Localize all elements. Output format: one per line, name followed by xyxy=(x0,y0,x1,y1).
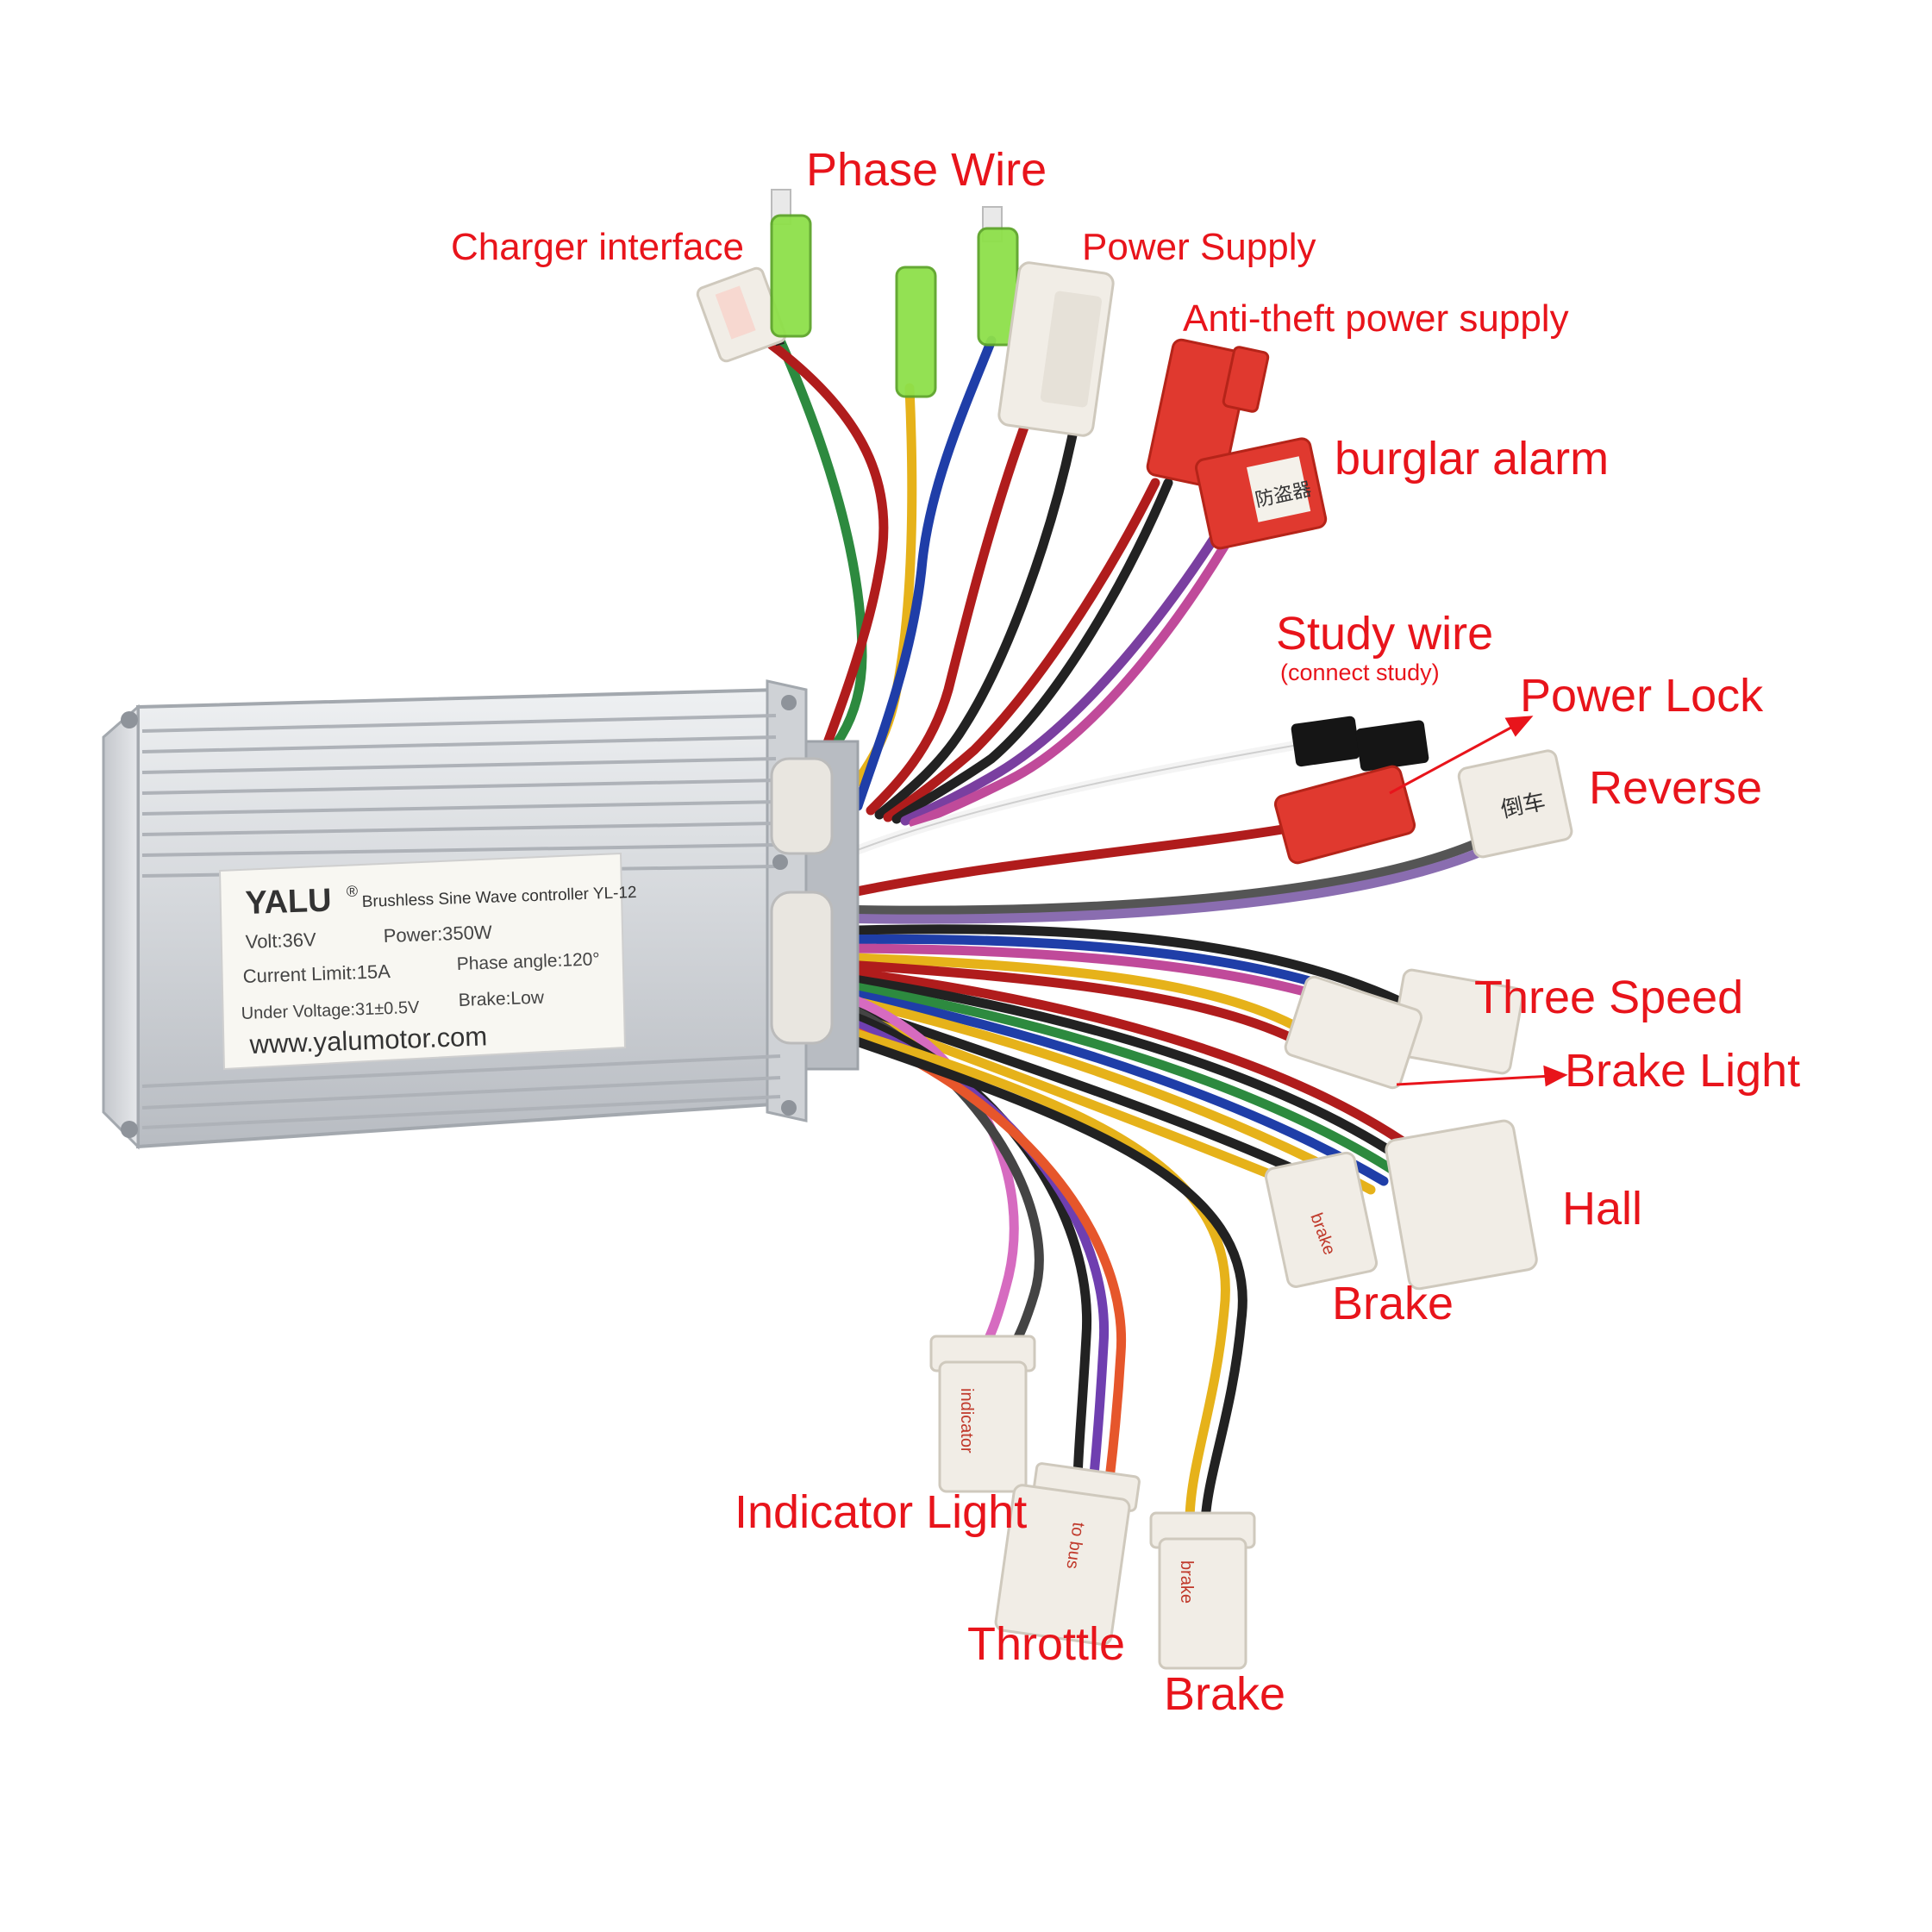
hall-connector xyxy=(1385,1119,1538,1291)
label-anti-theft-power-supply: Anti-theft power supply xyxy=(1183,297,1569,340)
brand-yalu: YALU xyxy=(245,883,332,922)
indicator-tag-text: indicator xyxy=(957,1388,976,1454)
registered-mark: ® xyxy=(346,883,358,900)
power-supply-connector xyxy=(997,261,1115,437)
label-power-lock: Power Lock xyxy=(1520,670,1764,722)
label-throttle: Throttle xyxy=(967,1618,1126,1670)
label-hall: Hall xyxy=(1562,1183,1643,1235)
brake-bottom-tag-text: brake xyxy=(1177,1560,1196,1604)
label-study-wire: Study wire xyxy=(1276,608,1494,660)
label-phase-wire: Phase Wire xyxy=(806,144,1047,196)
brake-bottom-connector: brake xyxy=(1149,1511,1256,1670)
bottom-wire-bundle xyxy=(822,741,1492,1529)
indicator-light-connector: indicator xyxy=(929,1335,1036,1493)
label-indicator-light: Indicator Light xyxy=(735,1486,1028,1538)
spec-power: Power:350W xyxy=(383,922,492,947)
burglar-alarm-connector: 防盗器 xyxy=(1195,437,1328,550)
spec-volt: Volt:36V xyxy=(245,928,316,953)
brake-light-connector xyxy=(1284,975,1422,1090)
label-brake-light: Brake Light xyxy=(1565,1045,1801,1097)
label-burglar-alarm: burglar alarm xyxy=(1335,433,1610,485)
label-reverse: Reverse xyxy=(1589,762,1763,814)
study-wire-connector xyxy=(1291,716,1429,772)
label-power-supply: Power Supply xyxy=(1082,226,1316,268)
reverse-connector: 倒车 xyxy=(1457,749,1573,859)
spec-current-limit: Current Limit:15A xyxy=(242,960,391,987)
label-charger-interface: Charger interface xyxy=(451,226,744,268)
charger-connector xyxy=(696,266,787,363)
brake-right-connector: brake xyxy=(1264,1151,1379,1288)
label-brake-bottom: Brake xyxy=(1164,1668,1286,1720)
label-study-wire-note: (connect study) xyxy=(1280,660,1440,685)
spec-brake: Brake:Low xyxy=(458,988,545,1010)
spec-sticker: YALU ® Brushless Sine Wave controller YL… xyxy=(218,852,637,1071)
brake-light-arrow xyxy=(1396,1065,1568,1087)
top-wire-bundle xyxy=(766,335,1247,828)
power-lock-connector xyxy=(1273,765,1416,865)
anti-theft-connector xyxy=(1146,338,1270,490)
throttle-connector: to bus xyxy=(994,1462,1141,1646)
label-three-speed: Three Speed xyxy=(1474,972,1744,1023)
label-brake-right: Brake xyxy=(1332,1278,1454,1329)
power-lock-arrow xyxy=(1389,716,1534,795)
